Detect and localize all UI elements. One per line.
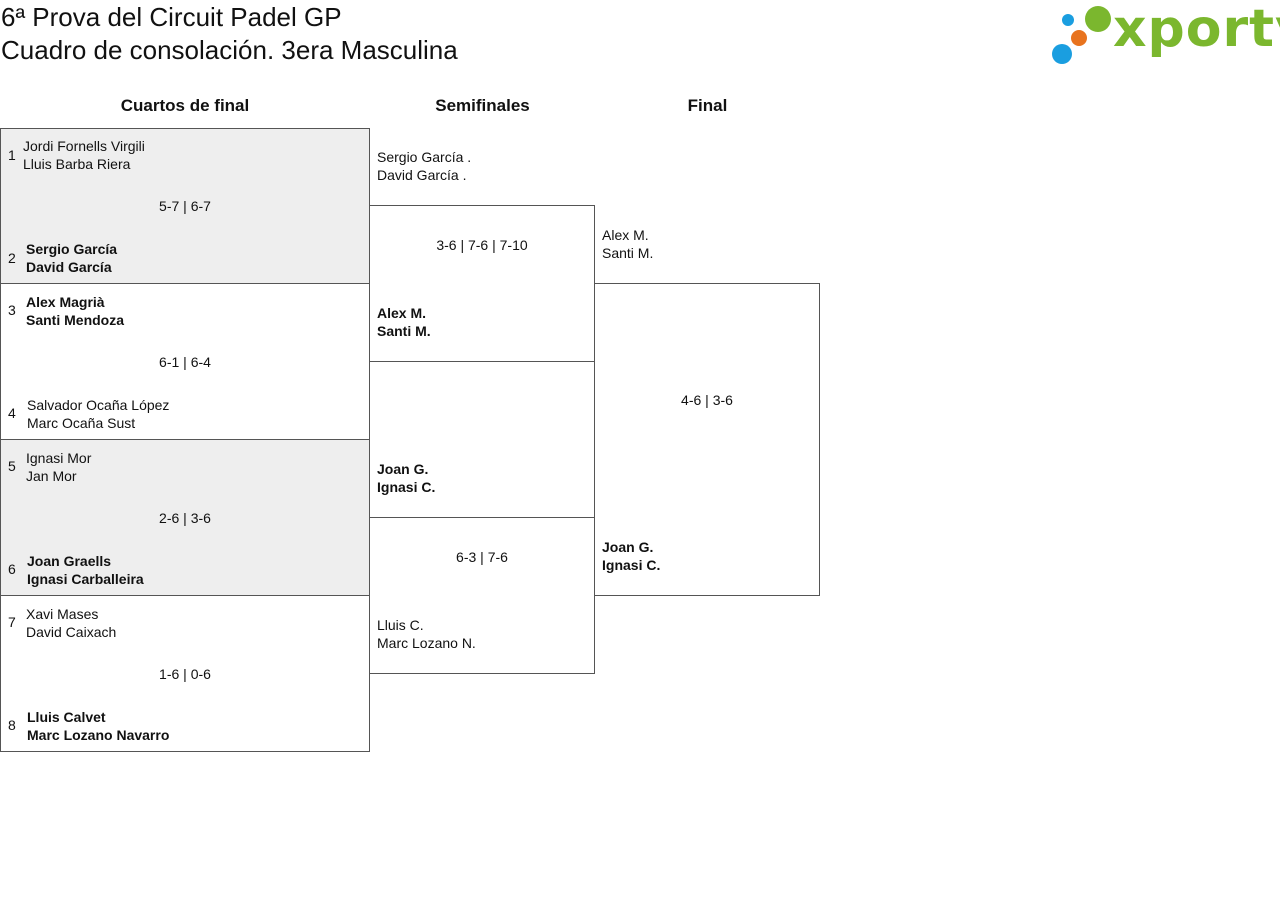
- player-name: Lluis C.: [377, 617, 424, 633]
- player-name: Lluis Barba Riera: [23, 156, 131, 172]
- player-name: Santi Mendoza: [26, 312, 125, 328]
- round-header-semifinals: Semifinales: [435, 96, 530, 115]
- player-name: David Caixach: [26, 624, 117, 640]
- player-name: Alex M.: [377, 305, 427, 321]
- qf4-team-b-winner[interactable]: Lluis Calvet Marc Lozano Navarro: [27, 708, 169, 744]
- team-seed: 3: [8, 302, 16, 318]
- qf3-team-b-winner[interactable]: Joan Graells Ignasi Carballeira: [27, 552, 144, 588]
- player-name: Ignasi Mor: [26, 450, 92, 466]
- player-name: Jordi Fornells Virgili: [23, 138, 145, 154]
- match-score: 1-6 | 0-6: [159, 666, 211, 682]
- team-seed: 2: [8, 250, 16, 266]
- qf4-team-a[interactable]: Xavi Mases David Caixach: [26, 605, 116, 641]
- page-title: 6ª Prova del Circuit Padel GP: [1, 2, 342, 32]
- player-name: Santi M.: [377, 323, 431, 339]
- qf3-team-a[interactable]: Ignasi Mor Jan Mor: [26, 449, 91, 485]
- player-name: Marc Lozano N.: [377, 635, 476, 651]
- logo-dot-green: [1085, 6, 1111, 32]
- match-score: 3-6 | 7-6 | 7-10: [436, 237, 528, 253]
- player-name: Salvador Ocaña López: [27, 397, 170, 413]
- match-score: 5-7 | 6-7: [159, 198, 211, 214]
- player-name: Joan G.: [377, 461, 429, 477]
- player-name: Sergio García .: [377, 149, 472, 165]
- player-name: Jan Mor: [26, 468, 77, 484]
- sf2-team-b[interactable]: Lluis C. Marc Lozano N.: [377, 616, 476, 652]
- qf2-team-a-winner[interactable]: Alex Magrià Santi Mendoza: [26, 293, 124, 329]
- sf1-team-a[interactable]: Sergio García . David García .: [377, 148, 471, 184]
- logo-dot-blue-small: [1062, 14, 1074, 26]
- logo-dot-blue: [1052, 44, 1072, 64]
- final-match: 4-6 | 3-6 Joan G. Ignasi C.: [594, 283, 820, 596]
- match-score: 2-6 | 3-6: [159, 510, 211, 526]
- player-name: Joan Graells: [27, 553, 112, 569]
- player-name: Marc Lozano Navarro: [27, 727, 170, 743]
- sf1-team-b-winner[interactable]: Alex M. Santi M.: [377, 304, 431, 340]
- qf1-team-a[interactable]: Jordi Fornells Virgili Lluis Barba Riera: [23, 137, 145, 173]
- player-name: Joan G.: [602, 539, 654, 555]
- team-seed: 7: [8, 614, 16, 630]
- player-name: Lluis Calvet: [27, 709, 106, 725]
- final-team-a[interactable]: Alex M. Santi M.: [602, 226, 653, 262]
- sf-match-1: 3-6 | 7-6 | 7-10 Alex M. Santi M.: [369, 205, 595, 362]
- logo-text: xporty: [1113, 0, 1280, 59]
- team-seed: 4: [8, 405, 16, 421]
- match-score: 4-6 | 3-6: [681, 392, 733, 408]
- final-team-b-winner[interactable]: Joan G. Ignasi C.: [602, 538, 660, 574]
- qf1-team-b-winner[interactable]: Sergio García David García: [26, 240, 117, 276]
- player-name: David García: [26, 259, 112, 275]
- round-header-final: Final: [687, 96, 728, 115]
- team-seed: 5: [8, 458, 16, 474]
- qf-match-4: 7 Xavi Mases David Caixach 1-6 | 0-6 8 L…: [0, 595, 370, 752]
- player-name: Ignasi C.: [377, 479, 436, 495]
- player-name: Xavi Mases: [26, 606, 99, 622]
- page-subtitle: Cuadro de consolación. 3era Masculina: [1, 35, 458, 65]
- qf-match-1: 1 Jordi Fornells Virgili Lluis Barba Rie…: [0, 128, 370, 284]
- sf2-team-a-winner[interactable]: Joan G. Ignasi C.: [377, 460, 435, 496]
- qf-match-3: 5 Ignasi Mor Jan Mor 2-6 | 3-6 6 Joan Gr…: [0, 439, 370, 596]
- player-name: Sergio García: [26, 241, 118, 257]
- match-score: 6-1 | 6-4: [159, 354, 211, 370]
- qf-match-2: 3 Alex Magrià Santi Mendoza 6-1 | 6-4 4 …: [0, 283, 370, 440]
- team-seed: 6: [8, 561, 16, 577]
- team-seed: 8: [8, 717, 16, 733]
- player-name: Alex Magrià: [26, 294, 105, 310]
- player-name: David García .: [377, 167, 467, 183]
- player-name: Ignasi C.: [602, 557, 661, 573]
- player-name: Santi M.: [602, 245, 654, 261]
- xporty-logo[interactable]: xporty: [1050, 0, 1280, 70]
- qf2-team-b[interactable]: Salvador Ocaña López Marc Ocaña Sust: [27, 396, 169, 432]
- sf-match-2: 6-3 | 7-6 Lluis C. Marc Lozano N.: [369, 517, 595, 674]
- player-name: Marc Ocaña Sust: [27, 415, 136, 431]
- match-score: 6-3 | 7-6: [456, 549, 508, 565]
- logo-dot-orange: [1071, 30, 1087, 46]
- round-header-quarterfinals: Cuartos de final: [120, 96, 250, 115]
- player-name: Ignasi Carballeira: [27, 571, 144, 587]
- team-seed: 1: [8, 147, 16, 163]
- player-name: Alex M.: [602, 227, 649, 243]
